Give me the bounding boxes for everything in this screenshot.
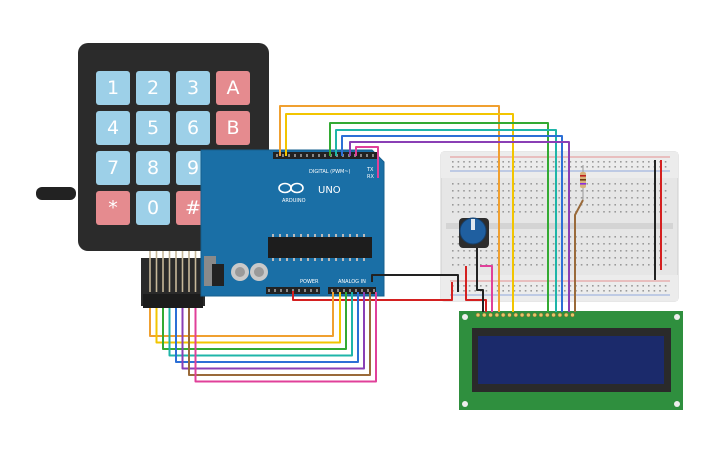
resistor-icon[interactable] xyxy=(580,165,586,200)
wire-keypad-4 xyxy=(168,292,353,357)
keypad-key-4[interactable]: 4 xyxy=(96,111,130,145)
jumper-wires xyxy=(149,105,662,383)
keypad-key-1[interactable]: 1 xyxy=(96,71,130,105)
arduino-model-label: UNO xyxy=(318,185,341,196)
wire-keypad-3 xyxy=(162,292,347,350)
arduino-analog-label: ANALOG IN xyxy=(338,279,366,285)
arduino-power-label: POWER xyxy=(300,279,319,285)
keypad-key-label: 4 xyxy=(107,117,119,139)
keypad-key-label: 8 xyxy=(147,157,159,179)
keypad-key-label: 2 xyxy=(147,77,159,99)
wire-teal-digital xyxy=(335,129,557,312)
lcd-screen xyxy=(478,336,664,384)
keypad-key-label: 1 xyxy=(107,77,119,99)
wire-red-5v xyxy=(292,282,453,301)
keypad-key-label: B xyxy=(226,117,239,139)
wire-green-digital xyxy=(329,122,549,312)
arduino-rx-label: RX xyxy=(367,174,374,180)
wire-red-pot xyxy=(465,266,487,312)
keypad-ribbon-wires xyxy=(149,250,197,292)
breadboard[interactable] xyxy=(440,151,679,302)
keypad-key-label: 0 xyxy=(147,197,159,219)
keypad-key-B[interactable]: B xyxy=(216,111,250,145)
wire-keypad-1 xyxy=(149,292,334,337)
keypad-key-label: # xyxy=(185,197,201,219)
keypad-key-2[interactable]: 2 xyxy=(136,71,170,105)
arduino-brand-label: ARDUINO xyxy=(282,198,306,204)
keypad-cable-stub xyxy=(36,187,76,200)
keypad-key-7[interactable]: 7 xyxy=(96,151,130,185)
keypad-key-*[interactable]: * xyxy=(96,191,130,225)
wire-yellow-digital xyxy=(285,113,514,190)
keypad-key-5[interactable]: 5 xyxy=(136,111,170,145)
wire-pink-digital xyxy=(355,146,379,178)
keypad-key-label: 3 xyxy=(187,77,199,99)
arduino-uno-board[interactable]: ARDUINO UNO DIGITAL (PWM~) POWER ANALOG … xyxy=(200,149,385,297)
keypad-key-label: 6 xyxy=(187,117,199,139)
wire-pink-pot xyxy=(480,265,493,312)
keypad-key-label: 5 xyxy=(147,117,159,139)
keypad-key-0[interactable]: 0 xyxy=(136,191,170,225)
wire-blue-digital xyxy=(341,135,563,312)
wire-keypad-2 xyxy=(155,292,341,344)
keypad-key-label: A xyxy=(227,77,240,99)
wire-keypad-6 xyxy=(181,292,365,370)
arduino-tx-label: TX xyxy=(366,167,374,173)
wire-brown-resistor xyxy=(574,199,584,312)
keypad-key-label: 7 xyxy=(107,157,119,179)
wire-purple-digital xyxy=(349,141,570,312)
wire-orange-digital xyxy=(279,105,500,190)
wire-black-pot xyxy=(476,248,484,312)
keypad-key-label: * xyxy=(108,197,118,219)
lcd-16x2[interactable] xyxy=(459,311,683,410)
arduino-infinity-logo-icon xyxy=(278,182,304,194)
arduino-digital-label: DIGITAL (PWM~) xyxy=(309,169,351,175)
wire-keypad-7 xyxy=(188,292,371,376)
keypad-key-8[interactable]: 8 xyxy=(136,151,170,185)
wire-black-gnd xyxy=(371,274,459,292)
keypad-key-A[interactable]: A xyxy=(216,71,250,105)
lcd-pin-header[interactable] xyxy=(475,312,575,318)
arduino-analog-header[interactable] xyxy=(328,287,376,294)
keypad-key-6[interactable]: 6 xyxy=(176,111,210,145)
keypad-key-label: 9 xyxy=(187,157,199,179)
wire-keypad-5 xyxy=(175,292,359,363)
potentiometer-icon[interactable] xyxy=(459,217,489,248)
keypad-key-3[interactable]: 3 xyxy=(176,71,210,105)
wire-keypad-8 xyxy=(194,292,377,383)
arduino-atmega-chip xyxy=(268,237,372,258)
